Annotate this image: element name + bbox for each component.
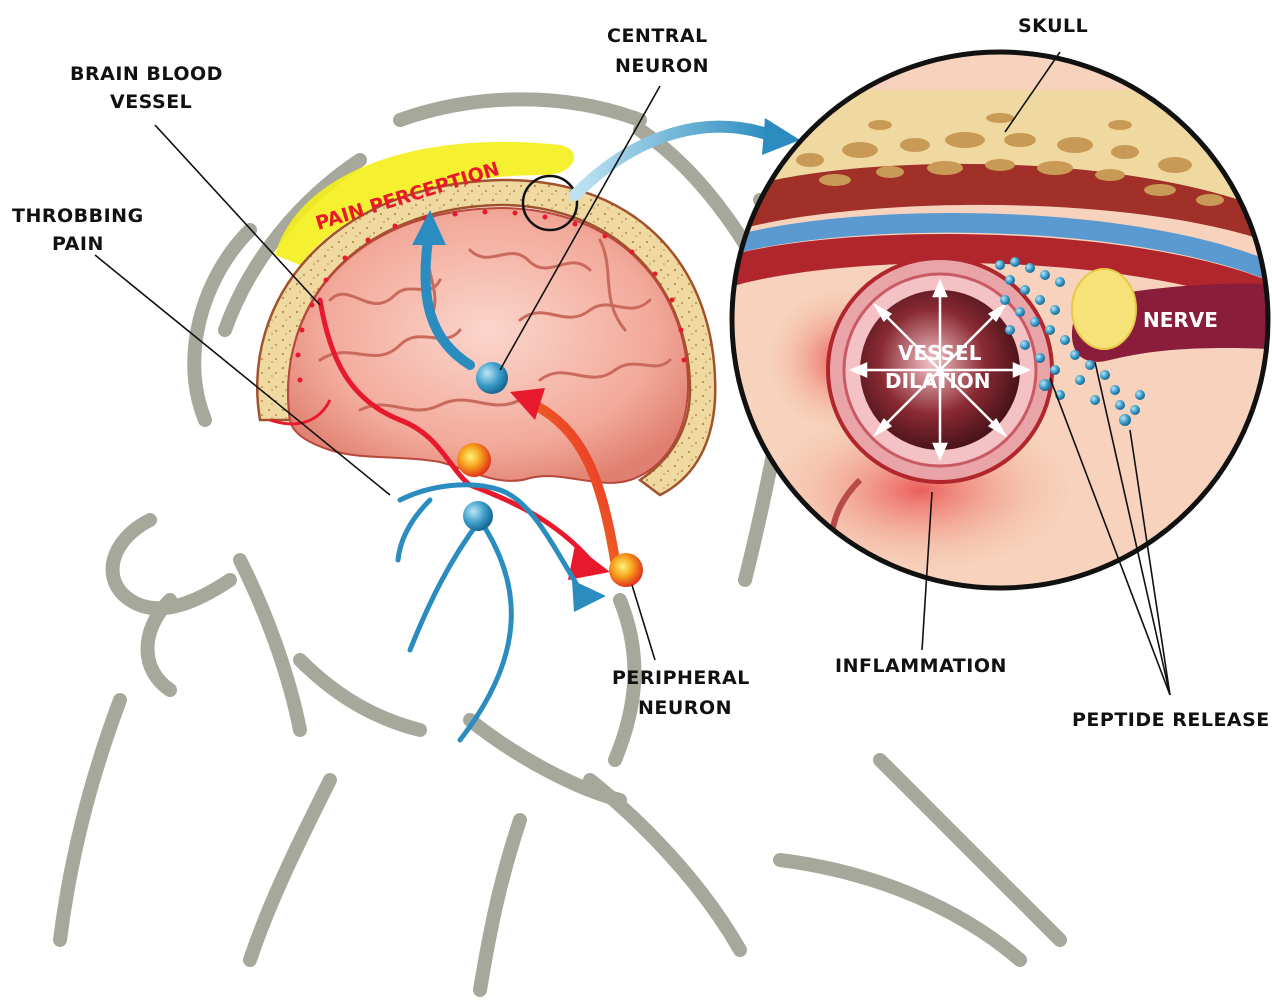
label-throbbing-pain-line2: PAIN bbox=[52, 233, 104, 255]
label-peptide-release: PEPTIDE RELEASE bbox=[1072, 709, 1270, 731]
label-central-neuron-line2: NEURON bbox=[615, 55, 709, 77]
label-throbbing-pain-line1: THROBBING bbox=[12, 205, 144, 227]
label-vessel-dilation-line2: DILATION bbox=[885, 369, 991, 393]
label-brain-blood-vessel-line1: BRAIN BLOOD bbox=[70, 63, 223, 85]
peripheral-neuron bbox=[609, 553, 643, 587]
label-skull: SKULL bbox=[1018, 15, 1088, 37]
vessel-neuron bbox=[457, 443, 491, 477]
label-inflammation: INFLAMMATION bbox=[835, 655, 1007, 677]
ganglion-neuron bbox=[463, 501, 493, 531]
label-brain-blood-vessel-line2: VESSEL bbox=[110, 91, 192, 113]
vessel-arrowhead bbox=[568, 545, 610, 580]
nerve-ending bbox=[1072, 269, 1136, 349]
nerve-arrowhead bbox=[572, 580, 606, 612]
label-peripheral-neuron-line1: PERIPHERAL bbox=[612, 667, 750, 689]
label-central-neuron-line1: CENTRAL bbox=[607, 25, 708, 47]
central-neuron bbox=[476, 362, 508, 394]
label-peripheral-neuron-line2: NEURON bbox=[638, 697, 732, 719]
label-nerve: NERVE bbox=[1143, 308, 1218, 332]
label-vessel-dilation-line1: VESSEL bbox=[898, 341, 982, 365]
